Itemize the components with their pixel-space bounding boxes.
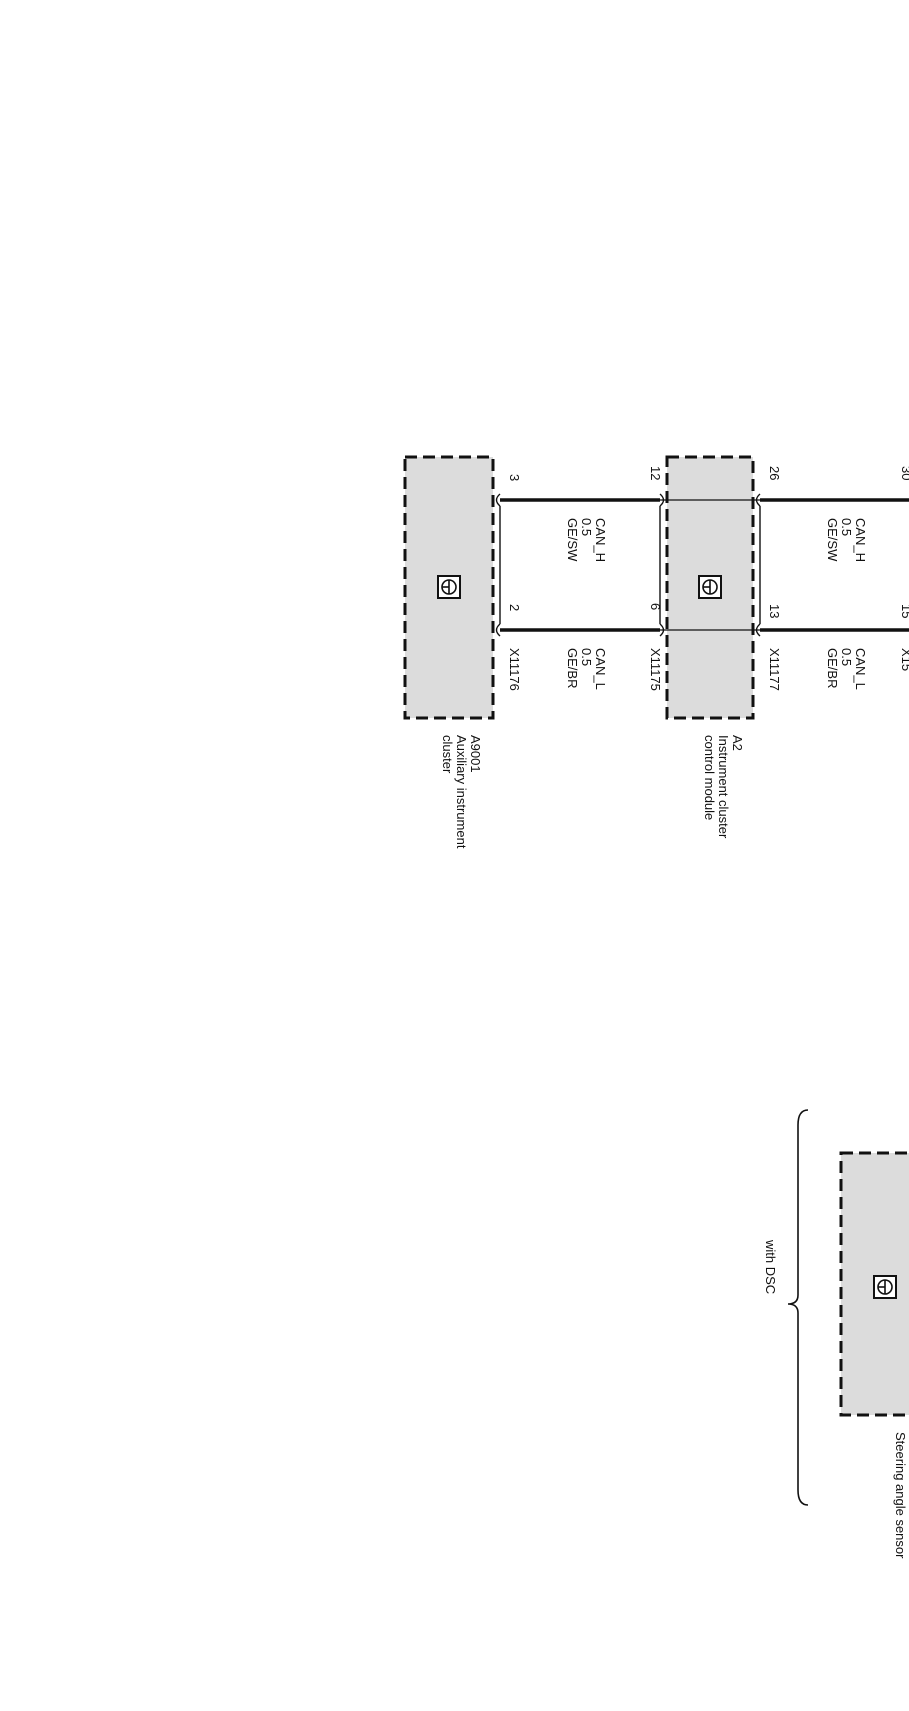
can-l-upper-color: GE/BR xyxy=(825,648,840,688)
can-h-upper-signal: CAN_H xyxy=(853,518,868,562)
can-h-upper-size: 0.5 xyxy=(839,518,854,536)
pin-a9001-can-l: 2 xyxy=(507,604,522,611)
can-l-lower-signal: CAN_L xyxy=(593,648,608,690)
pin-cut-can-h: 30 xyxy=(899,466,909,480)
can-l-upper-signal: CAN_L xyxy=(853,648,868,690)
connector-x11175-bracket xyxy=(659,493,665,637)
module-a9001-code: A9001 xyxy=(468,735,483,773)
pin-cut-can-l: 15 xyxy=(899,604,909,618)
module-a2-code: A2 xyxy=(730,735,745,751)
connector-x15-label: X15 xyxy=(899,648,909,671)
with-dsc-label: with DSC xyxy=(763,1239,778,1294)
can-h-lower-signal: CAN_H xyxy=(593,518,608,562)
module-a9001-name-line1: Auxiliary instrument xyxy=(454,735,469,849)
module-a2-name-line2: control module xyxy=(702,735,717,820)
pin-a2-can-l: 6 xyxy=(648,603,663,610)
module-steering-box xyxy=(839,1151,909,1417)
pin-upper-can-l: 13 xyxy=(767,604,782,618)
connector-x11177-bracket xyxy=(755,493,761,637)
module-a2-bus-icon xyxy=(698,575,722,599)
can-h-lower-color: GE/SW xyxy=(565,518,580,562)
pin-upper-can-h: 26 xyxy=(767,466,782,480)
can-l-upper-size: 0.5 xyxy=(839,648,854,666)
pin-a2-can-h: 12 xyxy=(648,466,663,480)
can-l-lower-size: 0.5 xyxy=(579,648,594,666)
connector-x11176-bracket xyxy=(495,493,501,637)
module-steering-name: Steering angle sensor xyxy=(893,1432,908,1559)
can-h-lower-size: 0.5 xyxy=(579,518,594,536)
module-a2-name-line1: Instrument cluster xyxy=(716,735,731,839)
connector-x11176-label: X11176 xyxy=(507,648,522,691)
with-dsc-brace xyxy=(787,1109,809,1506)
module-a9001-name-line2: cluster xyxy=(440,735,455,774)
can-h-upper-color: GE/SW xyxy=(825,518,840,562)
module-a9001-bus-icon xyxy=(437,575,461,599)
connector-x11175-label: X11175 xyxy=(648,648,663,691)
pin-a9001-can-h: 3 xyxy=(507,474,522,481)
can-l-lower-color: GE/BR xyxy=(565,648,580,688)
connector-x11177-label: X11177 xyxy=(767,648,782,691)
module-steering-bus-icon xyxy=(873,1275,897,1299)
